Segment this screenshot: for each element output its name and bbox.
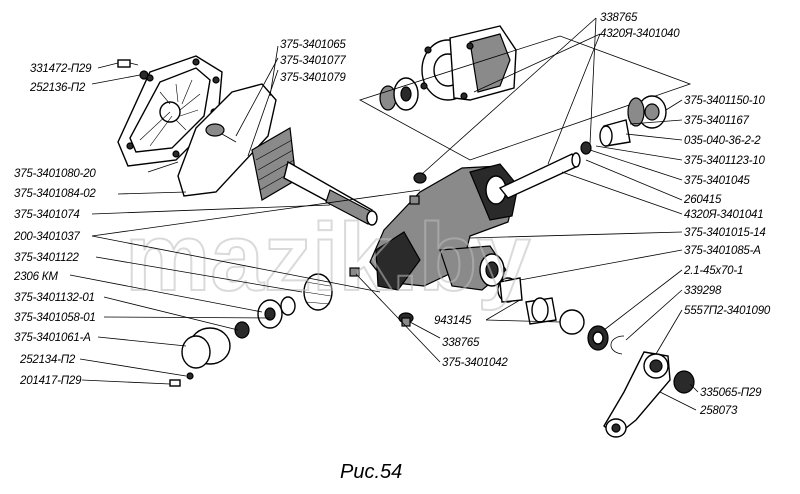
- label-335065-p29: 335065-П29: [700, 387, 762, 399]
- part-number-labels: 331472-П29 252136-П2 375-3401065 375-340…: [13, 12, 771, 417]
- bolt-top-cover: [117, 59, 139, 68]
- label-943145: 943145: [434, 315, 472, 327]
- stud: [205, 123, 237, 143]
- label-338765-top: 338765: [600, 12, 638, 24]
- label-375-3401123-10: 375-3401123-10: [684, 155, 766, 167]
- cover-gasket: [177, 83, 277, 197]
- differential-housing: [420, 25, 517, 101]
- label-375-3401150-10: 375-3401150-10: [684, 95, 766, 107]
- label-2-1-45x70-1: 2.1-45х70-1: [683, 265, 743, 277]
- label-338765-bottom: 338765: [442, 337, 480, 349]
- watermark: mazik.by: [125, 204, 531, 311]
- label-260415: 260415: [683, 194, 722, 206]
- steering-arm: [603, 351, 695, 438]
- label-375-3401132-01: 375-3401132-01: [14, 292, 95, 304]
- label-252136-p2: 252136-П2: [29, 82, 86, 94]
- label-258073: 258073: [699, 405, 738, 417]
- label-375-3401058-01: 375-3401058-01: [14, 312, 96, 324]
- label-5557p2-3401090: 5557П2-3401090: [684, 305, 771, 317]
- label-331472-p29: 331472-П29: [30, 63, 92, 75]
- left-parts-chain: [169, 195, 420, 387]
- label-375-3401084-02: 375-3401084-02: [14, 188, 96, 200]
- label-035-040-36-2-2: 035-040-36-2-2: [684, 135, 761, 147]
- figure-caption: Рис.54: [340, 461, 402, 483]
- label-375-3401074: 375-3401074: [14, 209, 80, 221]
- label-375-3401079: 375-3401079: [280, 72, 346, 84]
- parts-drawing: [117, 25, 695, 438]
- main-housing: [369, 152, 581, 291]
- satellite-gears: [379, 77, 419, 111]
- label-2306-km: 2306 КМ: [13, 271, 58, 283]
- label-375-3401167: 375-3401167: [684, 115, 750, 127]
- label-201417-p29: 201417-П29: [19, 375, 82, 387]
- drive-gear-shaft: [251, 127, 378, 226]
- group-outline: [358, 35, 692, 161]
- label-4320ya-3401040: 4320Я-3401040: [600, 28, 680, 40]
- label-252134-p2: 252134-П2: [19, 354, 76, 366]
- label-200-3401037: 200-3401037: [13, 231, 80, 243]
- label-375-3401065: 375-3401065: [280, 39, 346, 51]
- label-4320ya-3401041: 4320Я-3401041: [684, 209, 763, 221]
- leader-lines: [69, 17, 699, 411]
- label-375-3401015-14: 375-3401015-14: [684, 227, 766, 239]
- label-375-3401122: 375-3401122: [14, 252, 80, 264]
- right-bearing-group: [580, 95, 667, 155]
- label-339298: 339298: [684, 285, 722, 297]
- label-375-3401080-20: 375-3401080-20: [14, 168, 96, 180]
- right-bottom-chain: [497, 277, 625, 355]
- label-375-3401085-a: 375-3401085-А: [684, 245, 761, 257]
- label-375-3401077: 375-3401077: [280, 55, 346, 67]
- label-375-3401061-a: 375-3401061-А: [14, 332, 91, 344]
- label-375-3401042: 375-3401042: [442, 357, 508, 369]
- drain-plug: [398, 312, 414, 327]
- label-375-3401045: 375-3401045: [684, 175, 750, 187]
